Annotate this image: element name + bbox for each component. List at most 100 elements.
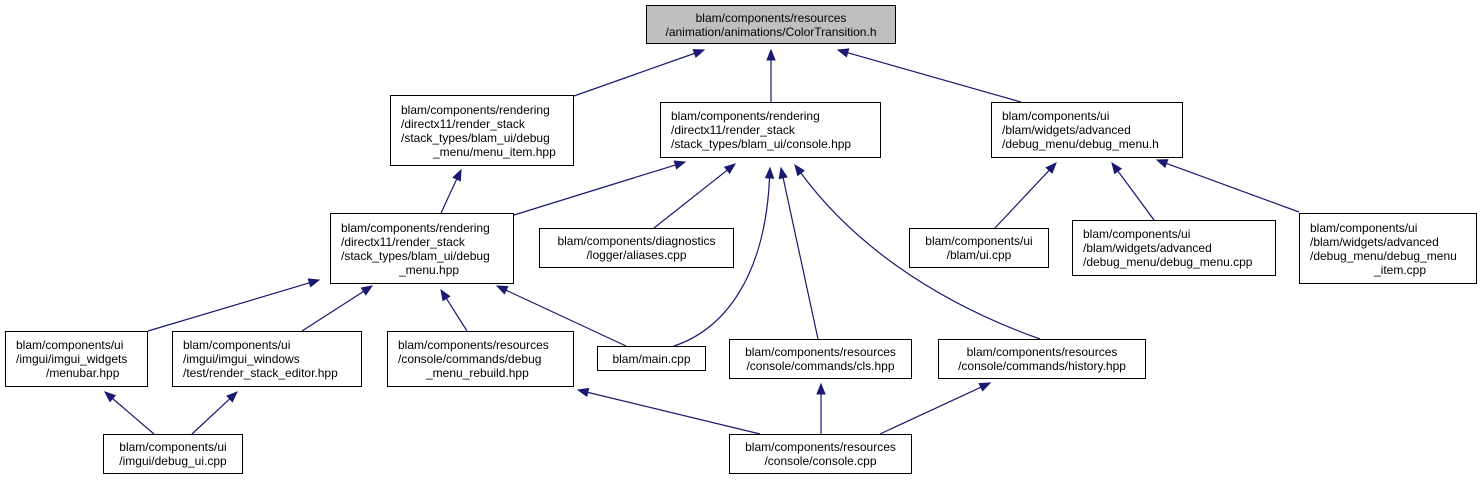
node-label-line: blam/components/ui <box>925 234 1033 248</box>
edge-debug-ui-cpp-to-render-stack-editor-hpp <box>191 391 238 435</box>
node-label-line: blam/components/rendering <box>671 109 820 123</box>
node-debug-menu-cpp[interactable]: blam/components/ui /blam/widgets/advance… <box>1072 220 1276 276</box>
edge-line <box>1165 162 1300 213</box>
node-label-line: /imgui/imgui_windows <box>183 352 300 366</box>
edge-line <box>673 176 771 347</box>
node-label-line: /imgui/imgui_widgets <box>16 352 128 366</box>
node-label-line: _menu.hpp <box>399 262 460 277</box>
node-label-line: _menu/menu_item.hpp <box>433 144 556 159</box>
edge-arrowhead <box>360 285 374 296</box>
edge-arrowhead <box>495 285 509 295</box>
edge-arrowhead <box>836 48 850 58</box>
node-render-stack-editor-hpp[interactable]: blam/components/ui /imgui/imgui_windows … <box>172 331 362 387</box>
node-label-line: /debug_menu/debug_menu.h <box>1002 137 1159 151</box>
node-label-line: blam/components/rendering <box>401 102 550 117</box>
node-label-line: blam/components/resources <box>695 10 847 25</box>
edge-line <box>573 52 696 97</box>
node-label-line: /blam/widgets/advanced <box>1310 234 1439 249</box>
node-color-transition-h: blam/components/resources /animation/ani… <box>646 5 896 44</box>
edge-menu-item-hpp-to-color-transition-h <box>573 49 706 97</box>
edge-arrowhead <box>978 382 992 392</box>
node-label-line: /console/commands/history.hpp <box>958 359 1126 373</box>
edge-line <box>586 391 761 435</box>
edge-console-cpp-to-cls-hpp <box>816 382 826 434</box>
edge-debug-menu-item-cpp-to-debug-menu-h <box>1155 159 1300 213</box>
node-label-line: /stack_types/blam_ui/debug <box>401 130 550 145</box>
edge-arrowhead <box>673 160 687 170</box>
node-label-line: /stack_types/blam_ui/debug <box>341 248 490 263</box>
edge-arrowhead <box>794 163 805 177</box>
edge-main-cpp-to-debug-menu-hpp <box>495 285 627 347</box>
edge-arrowhead <box>440 288 451 302</box>
edge-line <box>879 386 983 435</box>
node-label-line: /logger/aliases.cpp <box>586 248 687 262</box>
edge-debug-menu-hpp-to-console-hpp <box>513 160 687 216</box>
edge-line <box>782 176 819 340</box>
node-label-line: blam/components/resources <box>745 345 896 359</box>
node-label-line: /debug_menu/debug_menu.cpp <box>1083 255 1253 269</box>
edge-arrowhead <box>452 168 462 182</box>
edge-arrowhead <box>723 163 737 175</box>
node-label-line: blam/components/ui <box>1002 109 1110 123</box>
edge-line <box>513 164 677 216</box>
node-label-line: /directx11/render_stack <box>401 116 525 131</box>
edge-history-hpp-to-console-hpp <box>794 163 1041 340</box>
edge-main-cpp-to-console-hpp <box>673 166 775 347</box>
edge-arrowhead <box>103 391 117 403</box>
edge-console-hpp-to-color-transition-h <box>766 48 776 102</box>
node-debug-menu-hpp[interactable]: blam/components/rendering /directx11/ren… <box>330 213 514 284</box>
edge-console-cpp-to-history-hpp <box>879 382 992 435</box>
edge-line <box>994 169 1051 229</box>
node-label-line: blam/components/resources <box>745 440 896 454</box>
edge-line <box>301 290 365 332</box>
node-label-line: /stack_types/blam_ui/console.hpp <box>671 137 852 151</box>
node-history-hpp[interactable]: blam/components/resources /console/comma… <box>938 339 1146 379</box>
edge-ui-cpp-to-debug-menu-h <box>994 162 1057 229</box>
node-main-cpp[interactable]: blam/main.cpp <box>597 346 706 371</box>
edge-arrowhead <box>576 387 590 398</box>
node-label-line: /imgui/debug_ui.cpp <box>119 454 227 468</box>
node-label-line: /directx11/render_stack <box>341 234 465 249</box>
node-label-line: /test/render_stack_editor.hpp <box>183 366 338 380</box>
node-label-line: blam/components/resources <box>398 338 549 352</box>
edge-arrowhead <box>778 166 788 180</box>
node-debug-ui-cpp[interactable]: blam/components/ui /imgui/debug_ui.cpp <box>103 434 243 474</box>
edge-line <box>799 171 1041 340</box>
node-label-line: /animation/animations/ColorTransition.h <box>665 24 877 39</box>
node-console-cpp[interactable]: blam/components/resources /console/conso… <box>729 434 912 474</box>
node-aliases-cpp[interactable]: blam/components/diagnostics /logger/alia… <box>539 228 734 268</box>
node-label-line: /menubar.hpp <box>46 366 120 380</box>
edge-debug-menu-cpp-to-debug-menu-h <box>1111 161 1155 221</box>
node-label-line: /blam/ui.cpp <box>946 248 1012 262</box>
node-menu-item-hpp[interactable]: blam/components/rendering /directx11/ren… <box>390 95 574 166</box>
edge-arrowhead <box>1155 159 1169 169</box>
edge-arrowhead <box>764 166 775 179</box>
edge-debug-ui-cpp-to-menubar-hpp <box>103 391 155 435</box>
edge-arrowhead <box>1045 162 1057 174</box>
node-cls-hpp[interactable]: blam/components/resources /console/comma… <box>729 339 912 379</box>
node-ui-cpp[interactable]: blam/components/ui /blam/ui.cpp <box>909 228 1049 268</box>
node-label-line: /blam/widgets/advanced <box>1002 123 1131 137</box>
node-debug-menu-item-cpp[interactable]: blam/components/ui /blam/widgets/advance… <box>1299 213 1477 284</box>
edge-line <box>504 289 627 347</box>
node-label-line: blam/components/rendering <box>341 220 490 235</box>
node-debug-menu-h[interactable]: blam/components/ui /blam/widgets/advance… <box>991 102 1183 158</box>
node-label-line: blam/components/ui <box>16 338 124 352</box>
edge-arrowhead <box>816 382 826 395</box>
node-label-line: /directx11/render_stack <box>671 123 795 137</box>
edge-cls-hpp-to-console-hpp <box>778 166 819 340</box>
node-label-line: blam/components/ui <box>1083 227 1191 241</box>
node-label-line: blam/components/ui <box>119 440 227 454</box>
node-label-line: /debug_menu/debug_menu <box>1310 248 1457 263</box>
edge-debug-menu-h-to-color-transition-h <box>836 48 1022 103</box>
node-label-line: /blam/widgets/advanced <box>1083 241 1212 255</box>
node-debug-menu-rebuild-hpp[interactable]: blam/components/resources /console/comma… <box>387 331 574 387</box>
node-label-line: blam/components/resources <box>966 345 1118 359</box>
node-label-line: _item.cpp <box>1374 262 1427 277</box>
edge-console-cpp-to-debug-menu-rebuild-hpp <box>576 387 761 435</box>
node-label-line: _menu_rebuild.hpp <box>426 366 529 380</box>
node-console-hpp[interactable]: blam/components/rendering /directx11/ren… <box>660 102 881 158</box>
node-menubar-hpp[interactable]: blam/components/ui /imgui/imgui_widgets … <box>5 331 148 387</box>
node-label-line: blam/main.cpp <box>612 351 691 366</box>
